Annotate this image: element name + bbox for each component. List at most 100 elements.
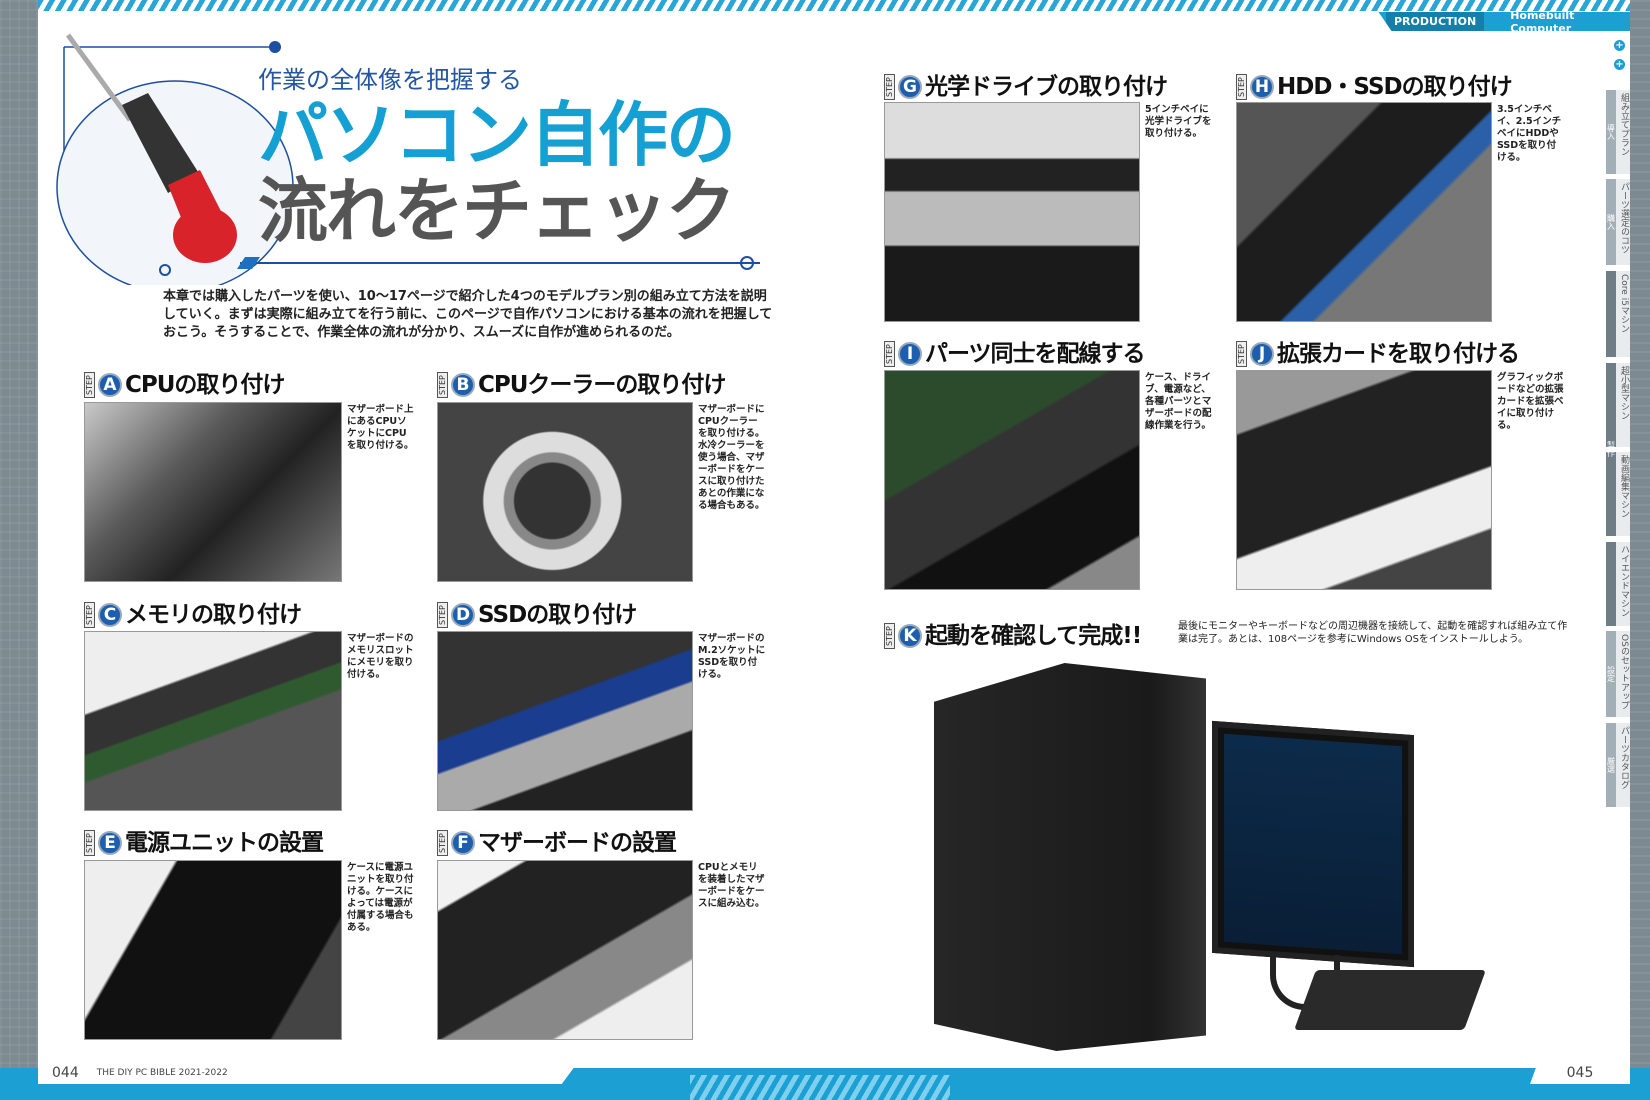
- page-number-right: 045: [1566, 1065, 1594, 1081]
- step-letter-badge: C: [98, 603, 122, 627]
- plus-icon: +: [1614, 59, 1625, 70]
- side-tab-parts-tips[interactable]: パーツ選定のコツ: [1606, 179, 1630, 265]
- side-tab-video[interactable]: 動画編集マシン: [1606, 452, 1630, 536]
- step-photo: [884, 370, 1140, 590]
- title-line-1: パソコン自作の: [258, 94, 736, 176]
- step-letter-badge: G: [898, 75, 922, 99]
- step-title: 光学ドライブの取り付け: [925, 74, 1168, 100]
- step-title: 起動を確認して完成!!: [925, 623, 1142, 649]
- step-title: パーツ同士を配線する: [925, 341, 1146, 367]
- bios-screen: [1224, 733, 1402, 955]
- top-stripe: [38, 0, 1630, 11]
- step-label: STEP: [437, 830, 448, 856]
- step-letter-badge: H: [1250, 75, 1274, 99]
- side-tab-label: 組み立てプラン: [1619, 93, 1629, 156]
- step-caption: マザーボードにCPUクーラーを取り付ける。水冷クーラーを使う場合、マザーボードを…: [698, 404, 765, 511]
- side-tab-label: OSのセットアップ: [1619, 634, 1629, 710]
- step-caption: マザーボードのM.2ソケットにSSDを取り付ける。: [698, 633, 766, 680]
- side-tab-label: Core i5マシン: [1619, 274, 1629, 333]
- step-label: STEP: [884, 623, 895, 649]
- step-caption: CPUとメモリを装着したマザーボードをケースに組み込む。: [698, 862, 765, 909]
- page-number-left: 044: [52, 1065, 79, 1081]
- bottom-stripe: [690, 1075, 950, 1100]
- step-letter-badge: F: [451, 831, 475, 855]
- title-subtitle: 作業の全体像を把握する: [258, 66, 522, 94]
- left-margin-strip: [0, 0, 38, 1100]
- step-photo: [1236, 102, 1492, 322]
- step-title: 電源ユニットの設置: [125, 830, 324, 856]
- step-letter-badge: I: [898, 342, 922, 366]
- step-title: メモリの取り付け: [125, 602, 302, 628]
- side-tab-label: ハイエンドマシン: [1619, 545, 1629, 617]
- step-title: CPUの取り付け: [125, 372, 285, 398]
- side-tab-label: 超小型マシン: [1619, 366, 1629, 420]
- publication-title: THE DIY PC BIBLE 2021-2022: [96, 1068, 228, 1078]
- step-label: STEP: [884, 74, 895, 100]
- side-tab-catalog[interactable]: パーツカタログ: [1606, 723, 1630, 807]
- step-title: 拡張カードを取り付ける: [1277, 341, 1520, 367]
- step-photo: [884, 102, 1140, 322]
- footer-right: 045: [1530, 1062, 1630, 1084]
- step-caption: マザーボードのメモリスロットにメモリを取り付ける。: [347, 633, 414, 680]
- step-letter-badge: K: [898, 624, 922, 648]
- section-header-tab: PRODUCTION Homebuilt Computer: [1378, 12, 1630, 31]
- step-label: STEP: [1236, 341, 1247, 367]
- step-label: STEP: [884, 341, 895, 367]
- step-label: STEP: [437, 372, 448, 398]
- side-tab-core-i5[interactable]: Core i5マシン: [1606, 271, 1630, 357]
- plus-icon: +: [1614, 40, 1625, 51]
- step-photo: [437, 402, 693, 582]
- side-tab-os[interactable]: OSのセットアップ: [1606, 631, 1630, 717]
- step-letter-badge: B: [451, 373, 475, 397]
- step-label: STEP: [84, 830, 95, 856]
- step-letter-badge: J: [1250, 342, 1274, 366]
- monitor-image: [1212, 720, 1414, 968]
- side-tab-highend[interactable]: ハイエンドマシン: [1606, 542, 1630, 626]
- step-label: STEP: [437, 602, 448, 628]
- step-title: CPUクーラーの取り付け: [478, 372, 726, 398]
- side-group-label: 製作: [1606, 440, 1616, 457]
- side-tab-label: パーツカタログ: [1619, 726, 1629, 789]
- step-title: マザーボードの設置: [478, 830, 677, 856]
- step-caption: 5インチベイに光学ドライブを取り付ける。: [1145, 104, 1212, 139]
- step-caption: グラフィックボードなどの拡張カードを拡張ベイに取り付ける。: [1497, 372, 1564, 431]
- step-title: HDD・SSDの取り付け: [1277, 74, 1513, 100]
- intro-text: 本章では購入したパーツを使い、10〜17ページで紹介した4つのモデルプラン別の組…: [163, 289, 773, 340]
- step-caption: マザーボード上にあるCPUソケットにCPUを取り付ける。: [347, 404, 414, 451]
- category-label: Homebuilt Computer: [1510, 8, 1575, 35]
- side-tab-label: 動画編集マシン: [1619, 455, 1629, 518]
- step-caption: 最後にモニターやキーボードなどの周辺機器を接続して、起動を確認すれば組み立て作業…: [1178, 621, 1568, 645]
- step-photo: [1236, 370, 1492, 590]
- step-caption: 3.5インチベイ、2.5インチベイにHDDやSSDを取り付ける。: [1497, 104, 1562, 163]
- keyboard-image: [1294, 970, 1486, 1030]
- step-letter-badge: A: [98, 373, 122, 397]
- side-tab-compact[interactable]: 超小型マシン: [1606, 363, 1630, 447]
- step-caption: ケース、ドライブ、電源など、各種パーツとマザーボードの配線作業を行う。: [1145, 372, 1212, 431]
- step-label: STEP: [84, 602, 95, 628]
- step-caption: ケースに電源ユニットを取り付ける。ケースによっては電源が付属する場合もある。: [347, 862, 414, 933]
- right-margin-strip: [1630, 0, 1650, 1100]
- step-photo: [437, 631, 693, 811]
- footer-left: 044 THE DIY PC BIBLE 2021-2022: [38, 1062, 578, 1084]
- pc-case-image: [934, 663, 1206, 1051]
- side-group-label: 設定: [1606, 666, 1616, 682]
- screwdriver-illustration: [56, 33, 760, 285]
- step-letter-badge: D: [451, 603, 475, 627]
- title-line-2: 流れをチェック: [258, 170, 736, 252]
- side-group-label: 購入: [1606, 214, 1616, 230]
- step-photo: [84, 631, 342, 811]
- step-title: SSDの取り付け: [478, 602, 637, 628]
- side-tab-plan[interactable]: 組み立てプラン: [1606, 90, 1630, 174]
- step-label: STEP: [1236, 74, 1247, 100]
- step-photo: [437, 860, 693, 1040]
- step-photo: [84, 402, 342, 582]
